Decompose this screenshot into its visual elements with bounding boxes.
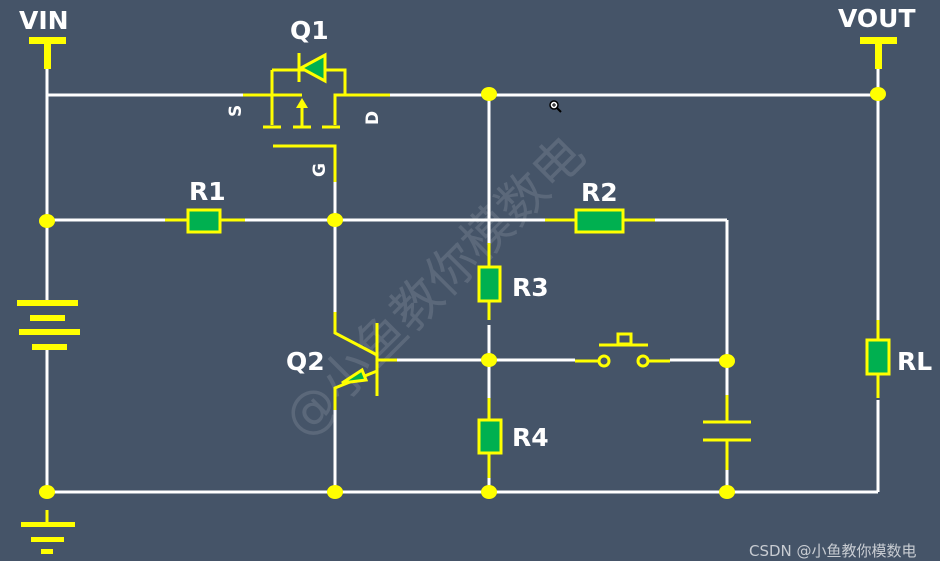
- q1-mosfet: [243, 52, 390, 182]
- r1-resistor: [165, 208, 245, 234]
- r3-resistor: [477, 243, 502, 320]
- csdn-credit: CSDN @小鱼教你模数电: [749, 542, 917, 560]
- q2-transistor: [333, 312, 397, 410]
- rl-resistor: [865, 320, 891, 398]
- source-pin-label: S: [226, 105, 246, 117]
- junction-dot: [719, 354, 735, 368]
- r2-resistor: [545, 208, 655, 234]
- gate-pin-label: G: [310, 163, 330, 177]
- capacitor: [703, 395, 751, 470]
- vout-terminal: [860, 37, 897, 69]
- junction-dots: [39, 87, 886, 499]
- q1-label: Q1: [290, 16, 329, 45]
- zoom-cursor-icon: [549, 100, 562, 113]
- junction-dot: [327, 213, 343, 227]
- rl-label: RL: [897, 347, 932, 376]
- r3-label: R3: [512, 273, 549, 302]
- battery: [17, 300, 80, 350]
- drain-pin-label: D: [363, 111, 383, 125]
- junction-dot: [481, 353, 497, 367]
- junction-dot: [481, 485, 497, 499]
- push-button-switch: [575, 332, 670, 368]
- junction-dot: [327, 485, 343, 499]
- q2-label: Q2: [286, 347, 325, 376]
- vout-label: VOUT: [838, 4, 916, 33]
- r4-resistor: [477, 398, 503, 478]
- r4-label: R4: [512, 423, 549, 452]
- ground-symbol: [21, 510, 75, 554]
- junction-dot: [719, 485, 735, 499]
- vin-label: VIN: [19, 6, 69, 35]
- r2-label: R2: [581, 178, 618, 207]
- junction-dot: [481, 87, 497, 101]
- vin-terminal: [29, 37, 66, 69]
- r1-label: R1: [189, 177, 226, 206]
- junction-dot: [39, 214, 55, 228]
- junction-dot: [39, 485, 55, 499]
- junction-dot: [870, 87, 886, 101]
